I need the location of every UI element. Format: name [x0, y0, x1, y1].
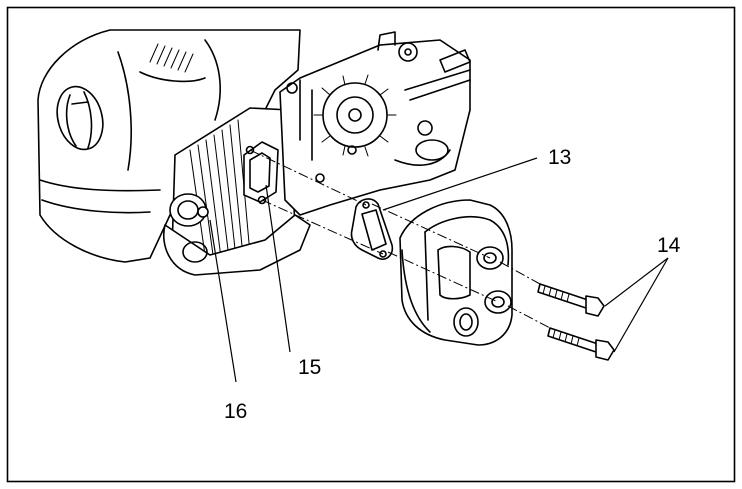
vent-slots	[149, 43, 194, 73]
assembly-axis-lines	[249, 149, 551, 329]
callout-16: 16	[224, 400, 247, 423]
cover-knob	[56, 85, 104, 151]
callout-15: 15	[298, 356, 321, 379]
engine-mechanism	[279, 31, 471, 216]
callout-leaders	[209, 157, 669, 383]
callout-13: 13	[548, 146, 571, 169]
bolt-upper	[537, 283, 605, 317]
crankcase	[163, 193, 311, 276]
diagram-frame	[6, 6, 736, 483]
callout-14: 14	[657, 234, 681, 257]
bolt-lower	[547, 327, 615, 361]
muffler	[399, 199, 513, 346]
engine-exhaust-flange	[243, 141, 279, 205]
muffler-gasket	[350, 198, 394, 260]
